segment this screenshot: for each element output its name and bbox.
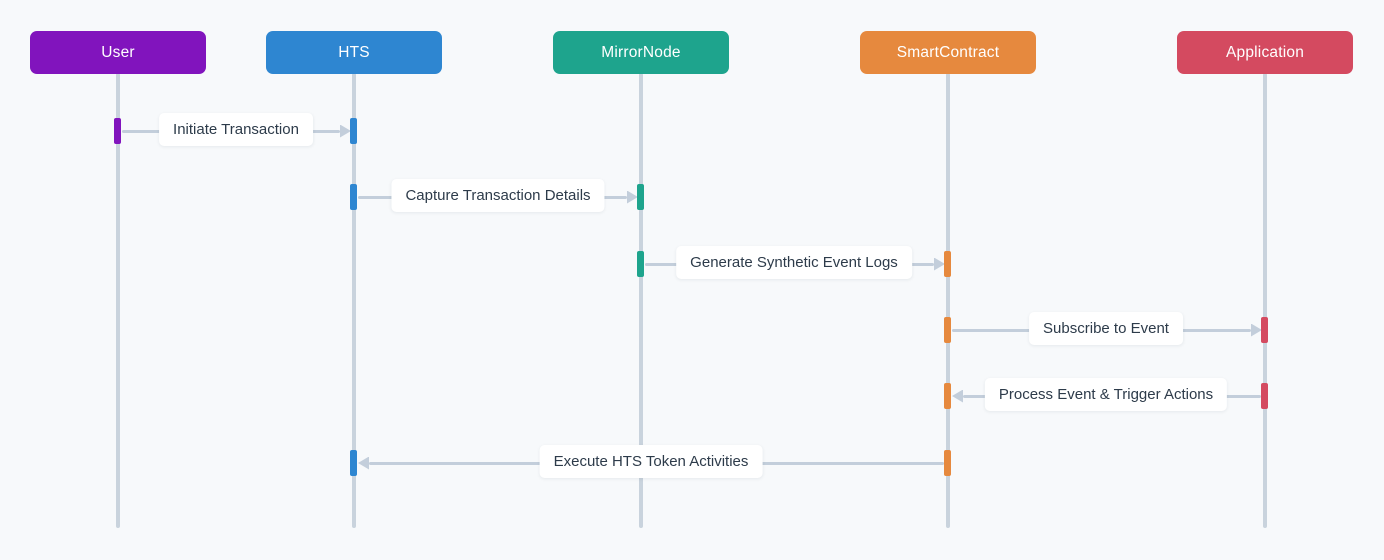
message-2-arrowhead-right-icon [627, 190, 638, 204]
message-6-arrowhead-left-icon [358, 456, 369, 470]
message-3-label: Generate Synthetic Event Logs [676, 246, 912, 279]
message-2-label: Capture Transaction Details [391, 179, 605, 212]
activation-mirrornode [637, 251, 644, 277]
participant-application-label: Application [1225, 43, 1305, 61]
message-4-label: Subscribe to Event [1029, 312, 1183, 345]
activation-mirrornode [637, 184, 644, 210]
participant-mirrornode-label: MirrorNode [601, 43, 681, 61]
lifeline-application [1263, 73, 1267, 528]
lifeline-mirrornode [639, 73, 643, 528]
activation-hts [350, 118, 357, 144]
message-1-label: Initiate Transaction [159, 113, 313, 146]
activation-smartcontract [944, 450, 951, 476]
lifeline-hts [352, 73, 356, 528]
message-6-label: Execute HTS Token Activities [539, 445, 763, 478]
message-4-arrowhead-right-icon [1251, 323, 1262, 337]
participant-smartcontract: SmartContract [860, 31, 1036, 74]
participant-hts-label: HTS [338, 43, 370, 61]
lifeline-smartcontract [946, 73, 950, 528]
activation-smartcontract [944, 383, 951, 409]
message-3-arrowhead-right-icon [934, 257, 945, 271]
participant-hts: HTS [266, 31, 442, 74]
lifeline-user [116, 73, 120, 528]
activation-application [1261, 317, 1268, 343]
activation-hts [350, 450, 357, 476]
message-5-label: Process Event & Trigger Actions [984, 378, 1228, 411]
activation-smartcontract [944, 251, 951, 277]
activation-hts [350, 184, 357, 210]
participant-application: Application [1177, 31, 1353, 74]
activation-application [1261, 383, 1268, 409]
message-1-arrowhead-right-icon [340, 124, 351, 138]
participant-user-label: User [101, 43, 135, 61]
participant-smartcontract-label: SmartContract [896, 43, 1000, 61]
activation-user [114, 118, 121, 144]
participant-mirrornode: MirrorNode [553, 31, 729, 74]
message-5-arrowhead-left-icon [952, 389, 963, 403]
activation-smartcontract [944, 317, 951, 343]
participant-user: User [30, 31, 206, 74]
